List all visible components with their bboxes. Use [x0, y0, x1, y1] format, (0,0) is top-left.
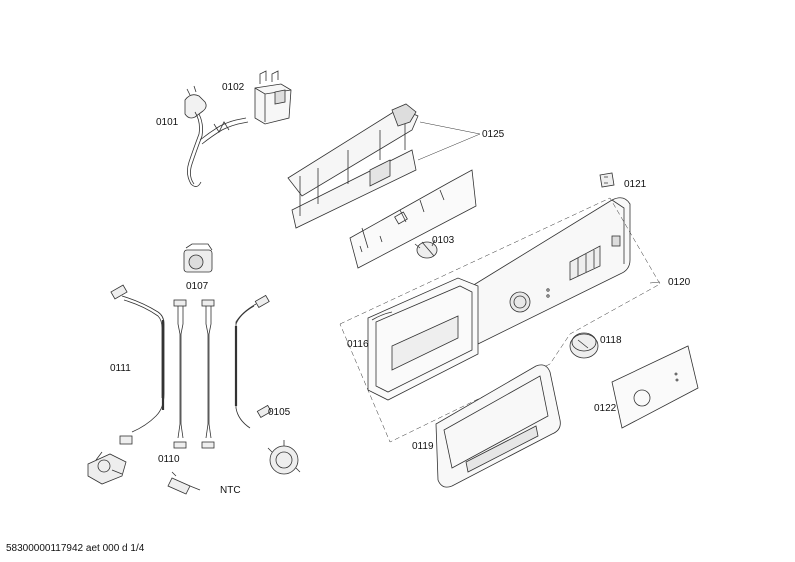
spindle-part	[414, 239, 438, 259]
wiring-harness-part	[110, 284, 272, 449]
pressure-sensor-part	[183, 243, 213, 273]
control-module-part	[287, 103, 477, 269]
label-0119: 0119	[412, 441, 434, 452]
ntc-sensor-part	[167, 471, 201, 495]
label-0120: 0120	[668, 277, 691, 288]
label-0125: 0125	[482, 129, 505, 140]
cover-plate-part	[611, 345, 699, 429]
programme-knob-part	[569, 332, 599, 359]
clip-part	[599, 172, 615, 188]
label-ntc: NTC	[220, 485, 241, 496]
power-cord-part	[184, 85, 249, 187]
label-0116: 0116	[347, 339, 369, 350]
label-0111: 0111	[110, 363, 131, 374]
outline-0120	[339, 197, 661, 443]
drawer-housing-frame-part	[367, 277, 479, 401]
leader-0120	[649, 281, 661, 284]
label-0101: 0101	[156, 117, 179, 128]
label-0103: 0103	[432, 235, 455, 246]
label-0122: 0122	[594, 403, 617, 414]
leader-0125a	[419, 121, 481, 135]
label-0105: 0105	[268, 407, 291, 418]
interference-filter-part	[254, 70, 292, 125]
heater-connector-part	[87, 451, 127, 485]
leader-0125b	[417, 133, 481, 161]
label-0102: 0102	[222, 82, 245, 93]
drawer-front-part	[435, 364, 561, 488]
label-0107: 0107	[186, 281, 209, 292]
label-0110: 0110	[158, 454, 180, 465]
pressure-switch-part	[267, 440, 301, 475]
document-footer: 58300000117942 aet 000 d 1/4	[6, 543, 145, 554]
label-0118: 0118	[600, 335, 622, 346]
label-0121: 0121	[624, 179, 647, 190]
control-panel-fascia-part	[463, 197, 631, 346]
